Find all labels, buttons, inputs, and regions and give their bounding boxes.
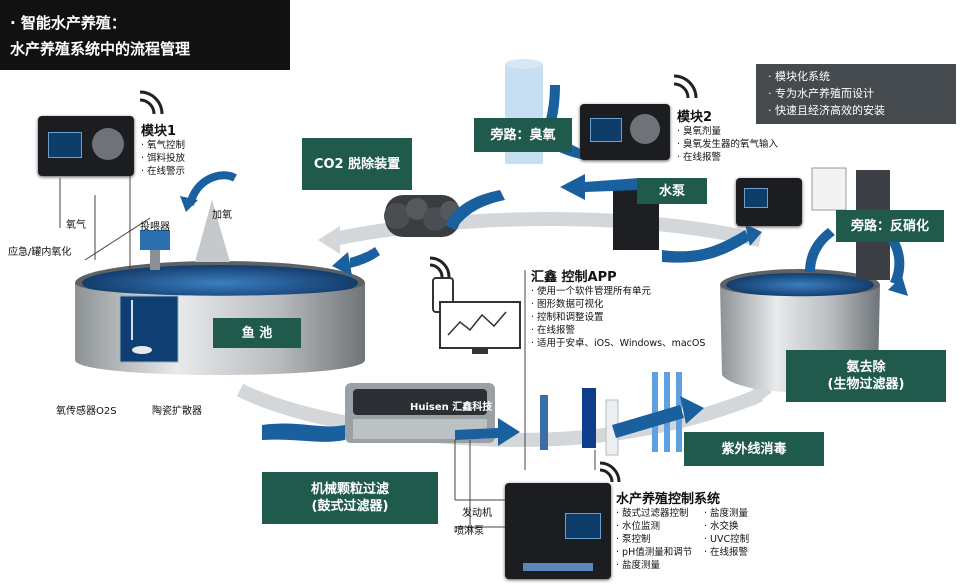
label-drum-filter: 机械颗粒过滤 (鼓式过滤器) (262, 472, 438, 524)
module-1-title: 模块1 (141, 124, 177, 139)
label-water-pump: 水泵 (637, 178, 707, 204)
main-control-ports (523, 563, 593, 571)
control-app-item: · 控制和调整设置 (531, 312, 604, 323)
label-fish-pond: 鱼 池 (213, 318, 301, 348)
control-system-item: · 盐度测量 (616, 560, 661, 571)
feature-item: · 模块化系统 (768, 70, 830, 83)
module-2-item: · 在线报警 (677, 152, 722, 163)
annotation-o2-sensor: 氧传感器O2S (56, 406, 117, 417)
ammonia-subtitle: (生物过滤器) (827, 377, 905, 392)
annotation-ceramic-diffuser: 陶瓷扩散器 (152, 406, 202, 417)
label-uv-disinfection: 紫外线消毒 (684, 432, 824, 466)
control-system-item: · 水位监测 (616, 521, 661, 532)
module-2-item: · 臭氧剂量 (677, 126, 722, 137)
control-system-item: · pH值测量和调节 (616, 547, 693, 558)
module-1-keypad (92, 128, 124, 160)
co2-degasser (384, 195, 460, 237)
main-control-cabinet (505, 483, 611, 579)
feature-item: · 快速且经济高效的安装 (768, 104, 885, 117)
module-2-title: 模块2 (677, 110, 713, 125)
annotation-feeder: 投喂器 (140, 222, 170, 233)
ammonia-title: 氨去除 (846, 360, 886, 375)
module-1-controller (38, 116, 134, 176)
control-system-item: · UVC控制 (704, 534, 750, 545)
annotation-add-oxygen: 加氧 (212, 210, 232, 221)
features-box: · 模块化系统 · 专为水产养殖而设计 · 快速且经济高效的安装 (756, 64, 956, 124)
denitrification-screen (744, 188, 768, 208)
annotation-oxygen: 氧气 (66, 220, 86, 231)
control-app-info: 汇鑫 控制APP · 使用一个软件管理所有单元 · 图形数据可视化 · 控制和调… (531, 266, 705, 350)
control-system-title: 水产养殖控制系统 (616, 492, 721, 507)
oxygen-cone (195, 200, 230, 262)
title-line-1: · 智能水产养殖： (10, 14, 126, 32)
blue-flow-arrows (262, 85, 908, 446)
module-1-item: · 氧气控制 (141, 140, 186, 151)
feeder-hopper (140, 230, 170, 250)
denitrification-controller (736, 178, 802, 226)
module-1-info: 模块1 · 氧气控制 · 饵料投放 · 在线警示 (141, 120, 185, 178)
module-2-screen (590, 118, 622, 142)
denit-probe-panel (811, 167, 847, 211)
label-denitrification-bypass: 旁路：反硝化 (836, 210, 944, 242)
label-ammonia-removal: 氨去除 (生物过滤器) (786, 350, 946, 402)
module-2-keypad (630, 114, 660, 144)
control-app-item: · 使用一个软件管理所有单元 (531, 286, 652, 297)
control-system-info: 水产养殖控制系统 · 鼓式过滤器控制 · 水位监测 · 泵控制 · pH值测量和… (616, 488, 801, 571)
control-app-item: · 图形数据可视化 (531, 299, 604, 310)
control-system-item: · 水交换 (704, 521, 739, 532)
control-system-item: · 在线报警 (704, 547, 749, 558)
module-2-controller (580, 104, 670, 160)
control-app-item: · 适用于安卓、iOS、Windows、macOS (531, 338, 706, 349)
add-oxygen-arrow (186, 171, 237, 207)
connection-lines (59, 175, 596, 528)
process-loop-upper (328, 212, 762, 247)
module-1-item: · 在线警示 (141, 166, 186, 177)
annotation-motor: 发动机 (462, 508, 492, 519)
control-system-item: · 鼓式过滤器控制 (616, 508, 689, 519)
drum-subtitle: (鼓式过滤器) (311, 499, 389, 514)
control-system-item: · 盐度测量 (704, 508, 749, 519)
wifi-icons (139, 74, 698, 483)
drum-filter-brand: Huisen 汇鑫科技 (410, 402, 493, 413)
monitor-mockup (439, 301, 521, 349)
annotation-spray-pump: 喷淋泵 (454, 526, 484, 537)
label-ozone-bypass: 旁路：臭氧 (474, 118, 572, 152)
label-co2-removal: CO2 脱除装置 (302, 138, 412, 190)
main-control-screen (565, 513, 601, 539)
process-loop-upper-arrowhead (318, 226, 340, 254)
control-system-item: · 泵控制 (616, 534, 651, 545)
module-1-screen (48, 132, 82, 158)
drum-title: 机械颗粒过滤 (310, 482, 389, 497)
annotation-emergency-oxidation: 应急/罐内氧化 (8, 247, 72, 258)
title-banner: · 智能水产养殖： 水产养殖系统中的流程管理 (0, 0, 290, 70)
process-loop-lower (236, 383, 763, 448)
control-app-title: 汇鑫 控制APP (531, 270, 617, 285)
drum-filter (345, 383, 495, 443)
feature-item: · 专为水产养殖而设计 (768, 87, 874, 100)
module-2-info: 模块2 · 臭氧剂量 · 臭氧发生器的氧气输入 · 在线报警 (677, 106, 778, 164)
control-app-item: · 在线报警 (531, 325, 576, 336)
title-line-2: 水产养殖系统中的流程管理 (10, 40, 191, 58)
module-2-item: · 臭氧发生器的氧气输入 (677, 139, 779, 150)
fish-pond-water (82, 265, 358, 301)
module-1-item: · 饵料投放 (141, 153, 186, 164)
